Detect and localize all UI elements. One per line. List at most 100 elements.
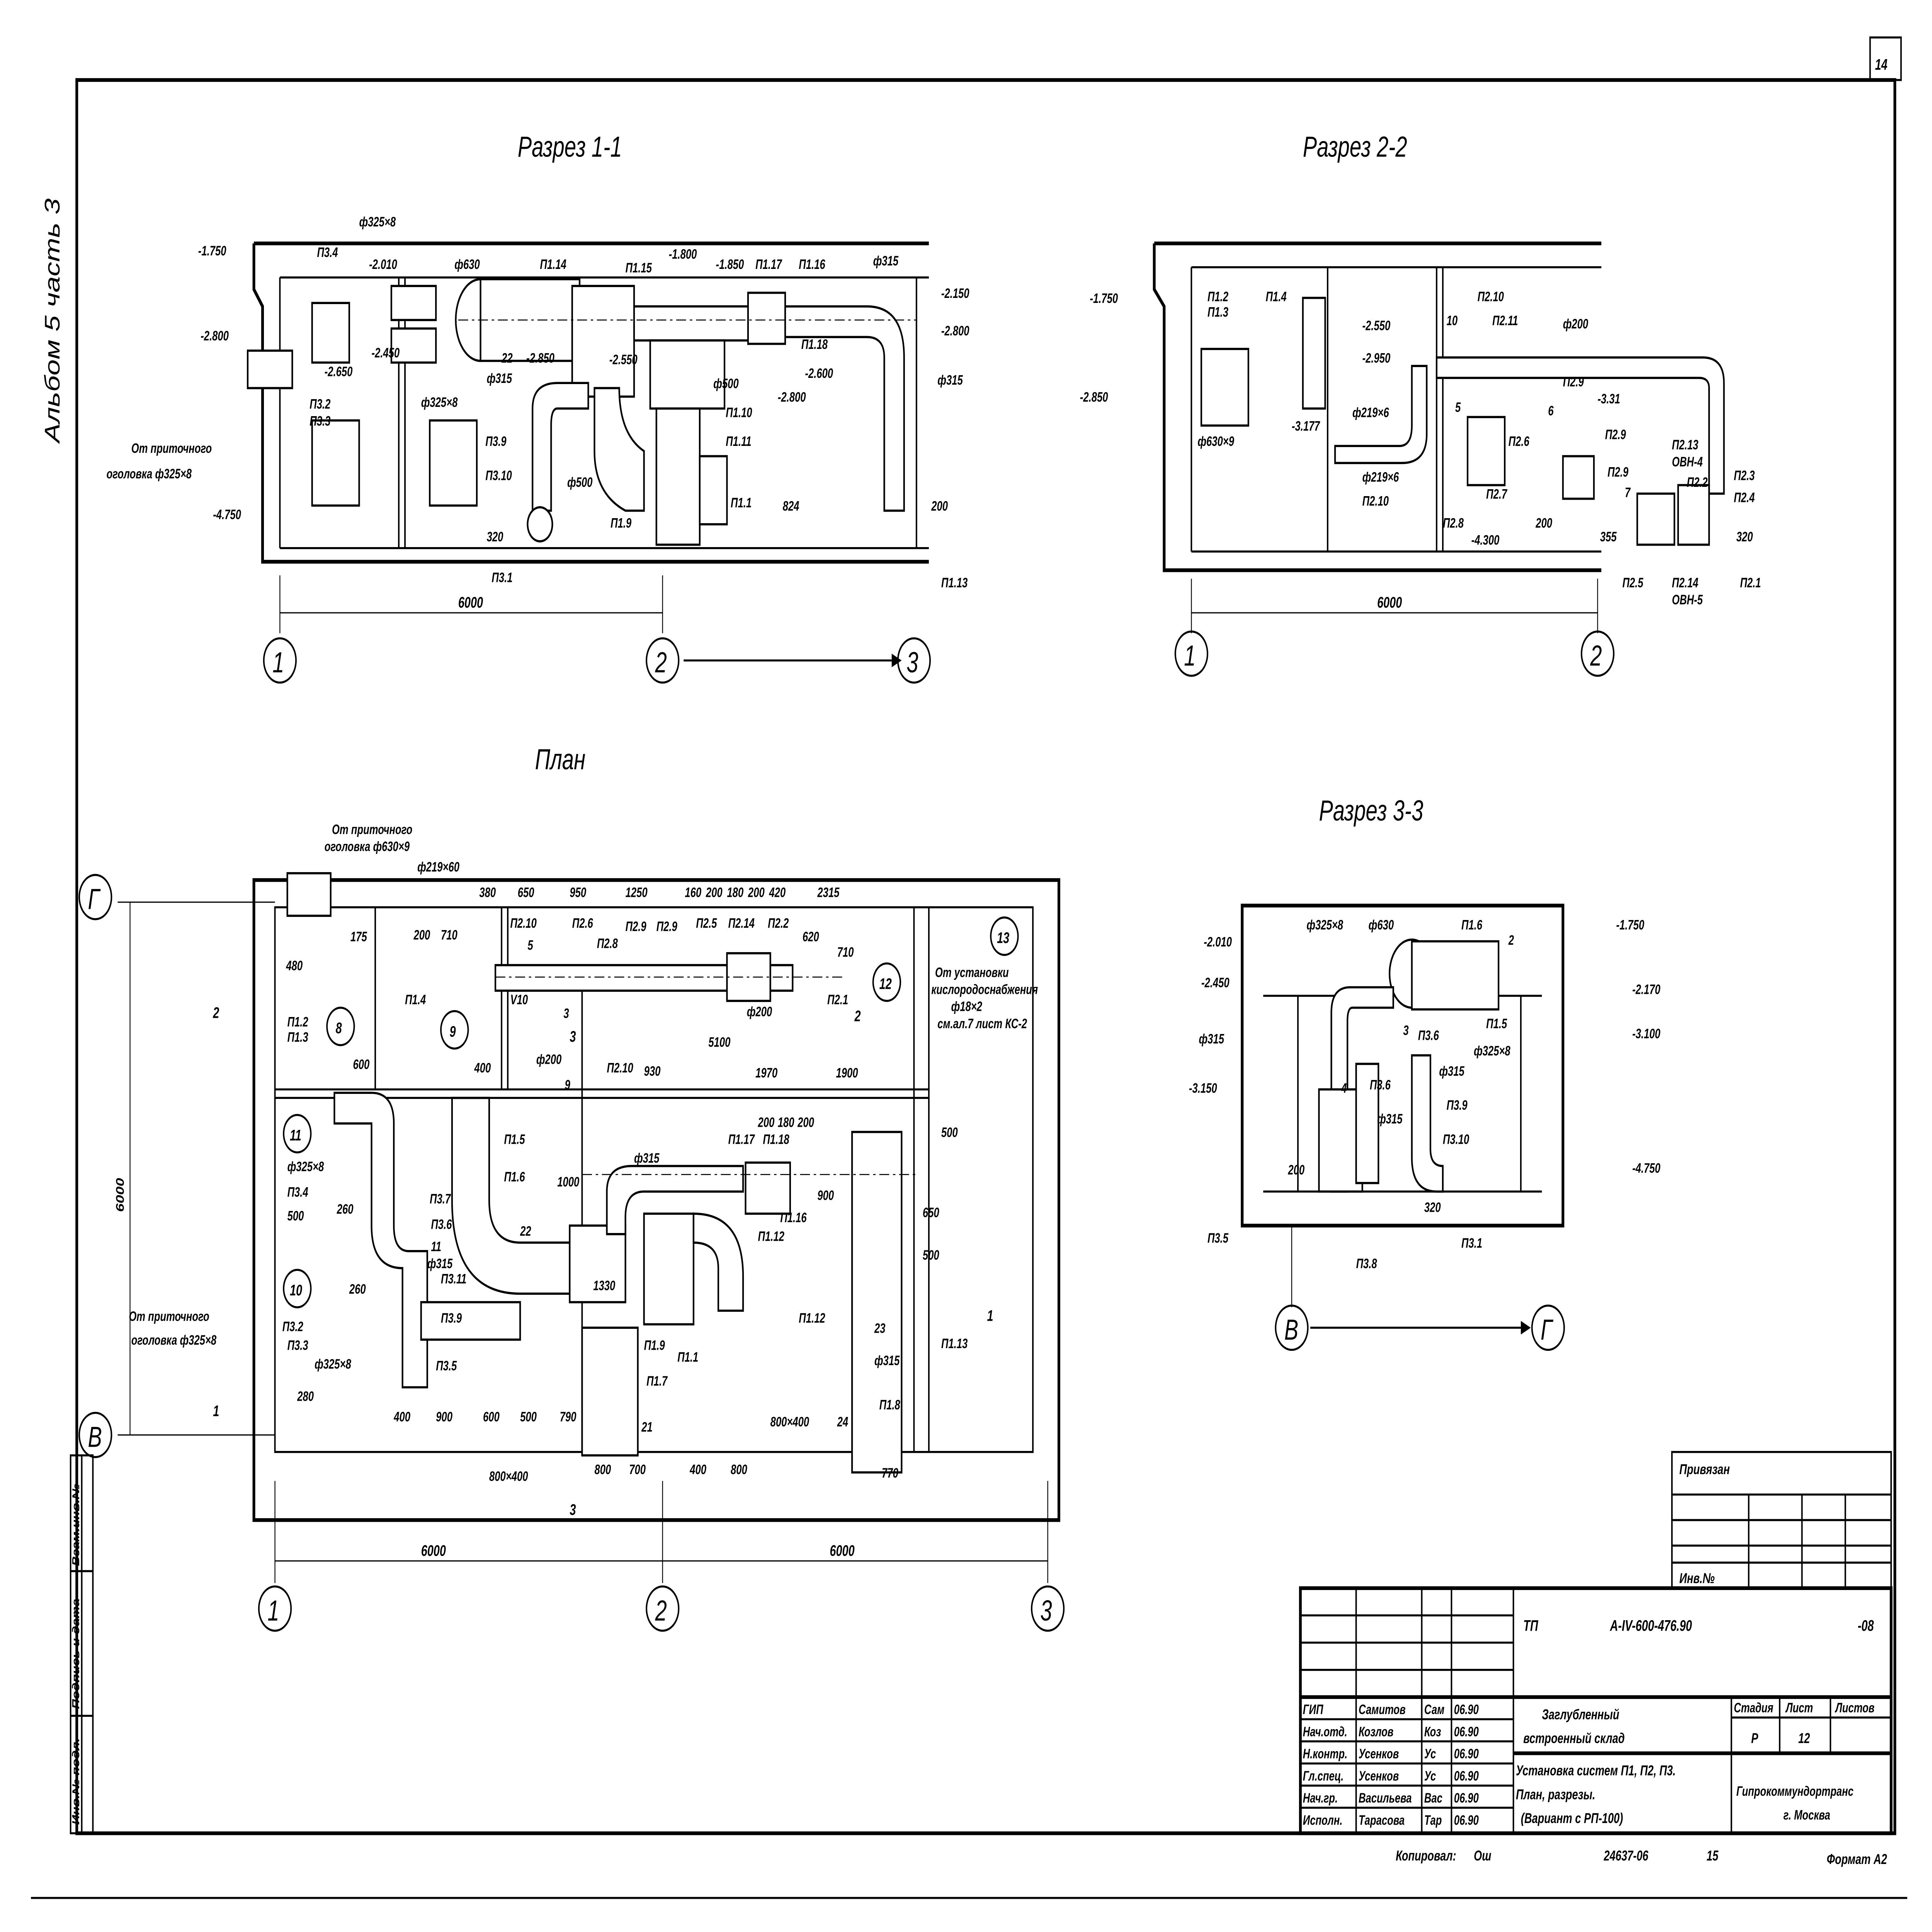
plan-label: ф325×8: [287, 1159, 324, 1174]
dimension: 6000: [830, 1543, 854, 1559]
plan-label: П1.12: [758, 1228, 784, 1244]
plan-label: 260: [349, 1281, 366, 1297]
svg-text:П3.10: П3.10: [1443, 1131, 1469, 1147]
svg-text:План, разрезы.: План, разрезы.: [1516, 1786, 1595, 1802]
section-1-1-title: Разрез 1-1: [518, 131, 622, 163]
plan-label: П3.5: [436, 1358, 457, 1373]
svg-text:824: 824: [783, 498, 799, 514]
svg-text:-1.850: -1.850: [716, 257, 744, 272]
plan-label: 21: [641, 1419, 652, 1435]
plan-label: 24: [837, 1414, 848, 1430]
plan-label: 900: [817, 1188, 834, 1203]
svg-text:ОВН-4: ОВН-4: [1672, 454, 1703, 469]
approval-role: Нач.гр.: [1303, 1790, 1338, 1806]
section-3-3: Разрез 3-3 В Г ф325×8 ф630 П1.6 2 -2.010…: [1189, 794, 1660, 1351]
approval-name: Усенков: [1359, 1746, 1399, 1762]
axis-marker: 1: [258, 1585, 292, 1632]
svg-text:П2.4: П2.4: [1734, 490, 1755, 505]
svg-text:ф200: ф200: [1563, 316, 1588, 332]
axis-marker: 3: [897, 637, 931, 684]
svg-text:-4.300: -4.300: [1471, 532, 1500, 548]
svg-text:П1.5: П1.5: [1486, 1016, 1507, 1031]
svg-text:12: 12: [879, 976, 892, 992]
plan-label: см.ал.7 лист КС-2: [937, 1016, 1027, 1031]
plan-label: П2.10: [607, 1060, 633, 1075]
plan-label: П2.2: [768, 915, 789, 931]
svg-text:ф325×8: ф325×8: [1306, 917, 1343, 932]
plan-label: 11: [431, 1239, 441, 1254]
plan-label: 1250: [626, 885, 648, 900]
plan-label: оголовка ф325×8: [131, 1332, 217, 1348]
svg-text:П2.9: П2.9: [1563, 374, 1584, 389]
svg-text:ф500: ф500: [567, 474, 592, 490]
section-1-1-labels: ф325×8 П3.4 -2.010 ф630 П1.14 П1.15 -1.8…: [107, 214, 969, 590]
plan-label: 200: [758, 1114, 775, 1130]
plan-label: П1.4: [405, 992, 426, 1007]
plan-label: кислородоснабжения: [931, 982, 1038, 997]
plan-label: 400: [689, 1462, 706, 1477]
svg-text:320: 320: [487, 529, 503, 544]
svg-text:-2.450: -2.450: [1201, 975, 1230, 990]
svg-text:ф315: ф315: [1439, 1063, 1464, 1079]
svg-text:Ош: Ош: [1474, 1847, 1491, 1864]
plan-label: 500: [287, 1208, 304, 1224]
plan-label: П1.8: [879, 1397, 901, 1413]
svg-text:Г: Г: [88, 883, 101, 915]
axis-marker: 3: [1031, 1585, 1065, 1632]
svg-text:200: 200: [931, 498, 948, 514]
svg-text:ф219×6: ф219×6: [1352, 405, 1389, 420]
plan-label: 770: [882, 1465, 898, 1481]
svg-text:ф315: ф315: [937, 372, 963, 388]
plan-label: П1.12: [799, 1310, 825, 1326]
axis-marker: 1: [263, 637, 297, 684]
plan-label: П2.6: [572, 915, 594, 931]
svg-text:5: 5: [1455, 400, 1461, 415]
plan-label: П1.1: [677, 1349, 698, 1365]
dimension: 6000: [458, 594, 483, 611]
svg-text:ф315: ф315: [487, 371, 512, 386]
svg-text:-2.800: -2.800: [778, 389, 806, 405]
approval-signature: Сам: [1424, 1702, 1445, 1717]
plan-label: 5100: [708, 1034, 730, 1050]
stamp-column: Взам.инв.№ Подпись и дата Инв.№ подл.: [70, 1454, 94, 1835]
svg-text:1: 1: [213, 1403, 219, 1420]
svg-text:Заглубленный: Заглубленный: [1542, 1706, 1619, 1722]
plan-label: П3.11: [441, 1271, 466, 1287]
svg-text:П1.11: П1.11: [726, 434, 751, 449]
approval-role: Гл.спец.: [1303, 1768, 1344, 1784]
svg-text:Инв.№ подл.: Инв.№ подл.: [70, 1738, 82, 1825]
svg-text:3: 3: [570, 1029, 576, 1045]
plan-label: 380: [479, 885, 496, 900]
approval-signature: Тар: [1424, 1812, 1442, 1828]
plan-label: П3.4: [287, 1184, 308, 1200]
plan-label: 620: [803, 929, 819, 944]
plan: План 6000 6000 6000 1: [78, 743, 1065, 1632]
plan-label: П1.7: [646, 1373, 668, 1389]
svg-text:-3.177: -3.177: [1292, 418, 1320, 434]
svg-text:П2.13: П2.13: [1672, 437, 1698, 452]
plan-label: П1.2: [287, 1014, 308, 1029]
svg-text:Привязан: Привязан: [1679, 1461, 1730, 1477]
svg-text:ОВН-5: ОВН-5: [1672, 592, 1703, 607]
plan-label: П3.3: [287, 1337, 308, 1353]
plan-label: 950: [570, 885, 586, 900]
svg-text:8: 8: [336, 1020, 342, 1037]
svg-text:П1.2: П1.2: [1208, 289, 1228, 304]
plan-label: П2.10: [510, 915, 537, 931]
svg-text:10: 10: [290, 1282, 302, 1299]
approval-role: Исполн.: [1303, 1812, 1343, 1828]
plan-label: П1.18: [763, 1131, 789, 1147]
svg-text:12: 12: [1798, 1730, 1810, 1746]
plan-label: 800×400: [770, 1414, 809, 1430]
svg-text:-4.750: -4.750: [213, 507, 241, 522]
plan-label: ф200: [747, 1004, 772, 1019]
approval-role: ГИП: [1303, 1702, 1323, 1717]
svg-text:Гипрокоммундортранс: Гипрокоммундортранс: [1736, 1784, 1854, 1799]
svg-text:4: 4: [1341, 1080, 1347, 1096]
approval-name: Усенков: [1359, 1768, 1399, 1784]
plan-label: 1330: [593, 1278, 615, 1293]
svg-text:П2.9: П2.9: [1607, 464, 1628, 480]
sheet-number: 14: [1875, 56, 1888, 73]
doc-code: А-IV-600-476.90: [1610, 1617, 1692, 1634]
plan-label: ф219×60: [417, 859, 459, 874]
